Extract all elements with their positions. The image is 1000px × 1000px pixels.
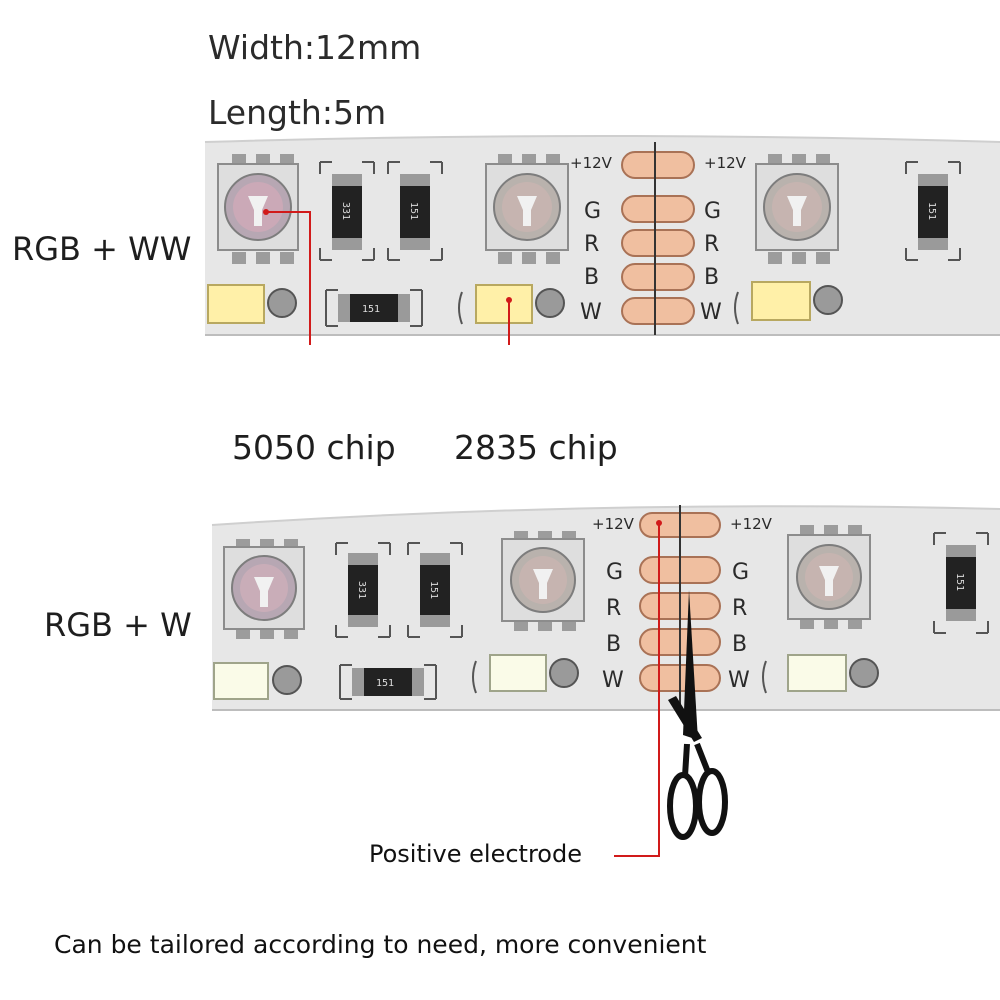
rgb-5050-chip: [485, 154, 569, 264]
pointer-positive-electrode: [614, 523, 660, 857]
strip-label-rgb-ww: RGB + WW: [12, 230, 192, 268]
led-strip-rgb-ww: 331 151 +12V +12V G G R R B B W W: [204, 135, 1000, 345]
pointer-5050: [263, 209, 311, 345]
rgb-5050-chip: [223, 539, 305, 639]
resistor-code: 151: [362, 304, 380, 315]
resistor-331: 331: [319, 161, 375, 261]
pad-label-plus12v: +12V: [704, 154, 747, 172]
cut-pads: [621, 142, 695, 335]
rgb-5050-chip: [787, 525, 871, 629]
label-2835-chip: 2835 chip: [454, 428, 618, 467]
ww-2835-chip: [458, 284, 565, 325]
pad-label-b: B: [704, 265, 719, 290]
resistor-code: 151: [408, 202, 419, 220]
resistor-code: 331: [340, 202, 351, 220]
pad-label-g: G: [584, 199, 601, 224]
resistor-151-horizontal: 151: [339, 664, 437, 700]
resistor-code: 331: [356, 581, 367, 599]
pad-label-g: G: [704, 199, 721, 224]
pad-label-b: B: [584, 265, 599, 290]
pointer-2835: [506, 297, 512, 345]
w-2835-chip: [762, 654, 879, 694]
resistor-code: 151: [926, 202, 937, 220]
pad-label-w: W: [728, 668, 750, 693]
pad-label-w: W: [700, 300, 722, 325]
rgb-5050-chip: [217, 154, 299, 264]
caption: Can be tailored according to need, more …: [54, 930, 707, 959]
pad-label-w: W: [580, 300, 602, 325]
pad-label-plus12v: +12V: [592, 515, 635, 533]
pad-label-g: G: [606, 560, 623, 585]
scissors-icon: [667, 590, 728, 840]
resistor-151: 151: [933, 532, 989, 634]
pad-label-r: R: [704, 232, 719, 257]
w-2835-chip: [472, 654, 579, 694]
resistor-code: 151: [376, 678, 394, 689]
pad-label-plus12v: +12V: [570, 154, 613, 172]
rgb-5050-chip: [501, 531, 585, 631]
label-positive-electrode: Positive electrode: [369, 840, 582, 868]
resistor-151: 151: [905, 161, 961, 261]
pad-label-r: R: [606, 596, 621, 621]
label-5050-chip: 5050 chip: [232, 428, 396, 467]
ww-2835-chip: [207, 284, 297, 324]
resistor-151-horizontal: 151: [325, 289, 423, 327]
pad-label-g: G: [732, 560, 749, 585]
width-spec: Width:12mm: [208, 28, 422, 67]
ww-2835-chip: [734, 281, 843, 325]
resistor-151: 151: [387, 161, 443, 261]
rgb-5050-chip: [755, 154, 839, 264]
led-strip-rgb-w: 331 151 +12V +12V G G R R B B W W: [211, 505, 1000, 711]
length-spec: Length:5m: [208, 93, 387, 132]
resistor-331: 331: [335, 542, 391, 638]
pad-label-b: B: [606, 632, 621, 657]
pad-label-b: B: [732, 632, 747, 657]
resistor-code: 151: [428, 581, 439, 599]
pad-label-plus12v: +12V: [730, 515, 773, 533]
pad-label-r: R: [584, 232, 599, 257]
pad-label-r: R: [732, 596, 747, 621]
pad-label-w: W: [602, 668, 624, 693]
strip-label-rgb-w: RGB + W: [44, 606, 192, 644]
resistor-code: 151: [954, 573, 965, 591]
w-2835-chip: [213, 662, 302, 700]
resistor-151: 151: [407, 542, 463, 638]
